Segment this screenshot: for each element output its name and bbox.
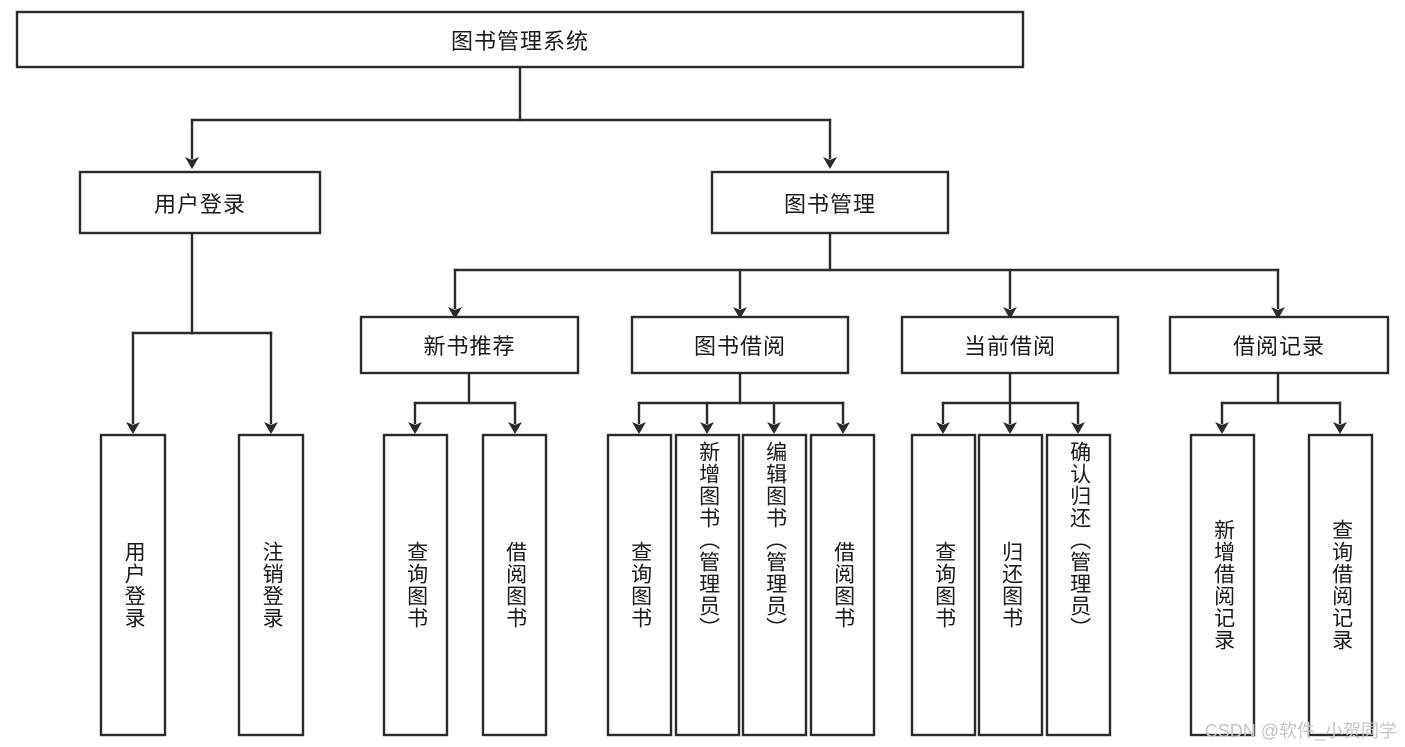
node-root[interactable] <box>15 10 1025 69</box>
connector-borrow-record-bus <box>1215 371 1347 434</box>
connector-current-borrow-bus <box>936 371 1085 434</box>
leaf-book-borrow-1[interactable] <box>674 433 741 737</box>
connector-book-mgmt-bus <box>448 231 1285 319</box>
node-new-book-recommend[interactable] <box>359 315 580 375</box>
leaf-book-borrow-0[interactable] <box>606 433 673 737</box>
leaf-book-borrow-3[interactable] <box>809 433 876 737</box>
leaf-new-book-1[interactable] <box>481 433 548 737</box>
leaf-borrow-record-0[interactable] <box>1189 433 1256 737</box>
node-book-management[interactable] <box>710 170 950 235</box>
leaf-current-borrow-2[interactable] <box>1045 433 1112 737</box>
leaf-new-book-0[interactable] <box>382 433 449 737</box>
node-borrow-record[interactable] <box>1168 315 1390 375</box>
node-book-borrow[interactable] <box>630 315 850 375</box>
connector-book-borrow-bus <box>632 371 850 434</box>
node-user-login[interactable] <box>78 170 322 235</box>
node-current-borrow[interactable] <box>900 315 1120 375</box>
leaf-current-borrow-0[interactable] <box>910 433 977 737</box>
leaf-user-login-1[interactable] <box>237 433 305 737</box>
connector-user-login-bus <box>126 231 278 434</box>
leaf-user-login-0[interactable] <box>99 433 167 737</box>
connector-new-book-bus <box>408 371 522 434</box>
connector-root-bus <box>185 65 837 169</box>
leaf-borrow-record-1[interactable] <box>1307 433 1374 737</box>
leaf-current-borrow-1[interactable] <box>977 433 1044 737</box>
leaf-book-borrow-2[interactable] <box>741 433 808 737</box>
